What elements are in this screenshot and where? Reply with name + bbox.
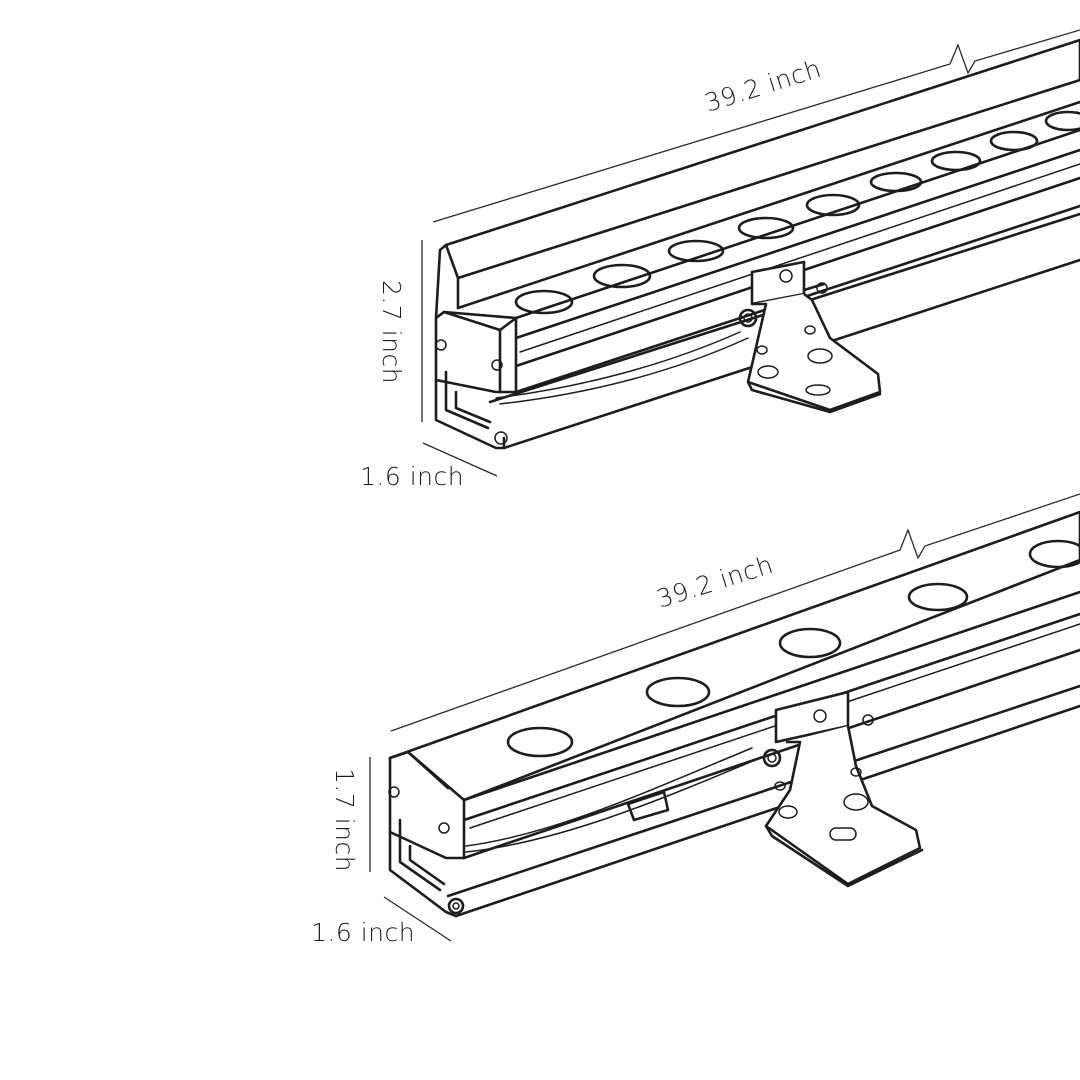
housing-top-surface-2 bbox=[388, 510, 1080, 802]
length-label-bottom: 39.2 inch bbox=[653, 550, 777, 614]
depth-dimension-line-bottom bbox=[383, 896, 452, 942]
depth-label-top: 1.6 inch bbox=[360, 462, 464, 491]
length-dimension-line-bottom bbox=[390, 493, 1080, 732]
length-dimension-line-top bbox=[432, 29, 1080, 223]
depth-label-bottom: 1.6 inch bbox=[311, 918, 415, 947]
led-lens-row-top bbox=[514, 110, 1080, 315]
mounting-bracket-top bbox=[738, 260, 882, 414]
housing-top-surface bbox=[444, 38, 1080, 280]
fixture-bottom-drawing bbox=[369, 493, 1080, 942]
mounting-bracket-bottom bbox=[762, 690, 924, 888]
height-label-top: 2.7 inch bbox=[377, 280, 406, 384]
led-lens-row-bottom bbox=[506, 539, 1080, 758]
depth-dimension-line-top bbox=[422, 442, 498, 477]
height-label-bottom: 1.7 inch bbox=[330, 768, 359, 872]
fixture-top-drawing bbox=[421, 29, 1080, 477]
end-cap-top bbox=[434, 310, 518, 394]
